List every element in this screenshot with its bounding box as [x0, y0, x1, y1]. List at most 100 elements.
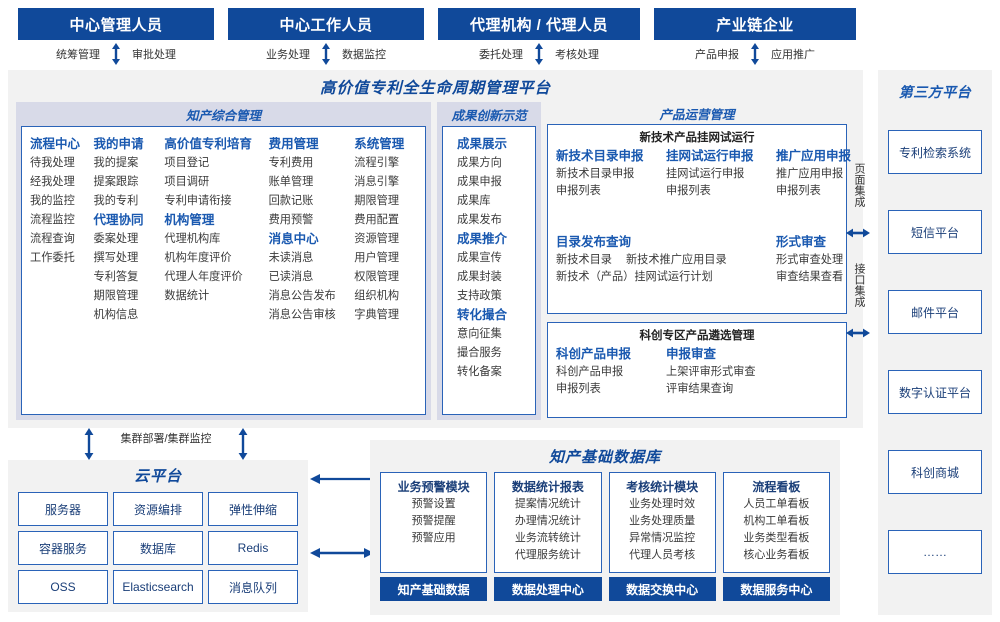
menu-item[interactable]: 新技术推广应用目录	[625, 254, 727, 266]
cloud-cell-7[interactable]: Elasticsearch	[113, 570, 203, 604]
menu-item[interactable]: 消息公告审核	[268, 309, 336, 321]
cloud-cell-3[interactable]: 容器服务	[18, 531, 108, 565]
menu-item[interactable]: 申报列表	[666, 185, 711, 197]
role-link-right-0[interactable]: 审批处理	[132, 49, 176, 61]
cloud-cell-5[interactable]: Redis	[208, 531, 298, 565]
menu-item[interactable]: 新技术目录	[556, 254, 612, 266]
third-party-item-1[interactable]: 短信平台	[888, 210, 982, 254]
menu-item[interactable]: 推广应用申报	[776, 168, 844, 180]
role-title-3[interactable]: 产业链企业	[654, 8, 856, 40]
menu-item[interactable]: 转化备案	[457, 366, 502, 378]
third-party-item-4[interactable]: 科创商城	[888, 450, 982, 494]
menu-item[interactable]: 流程查询	[30, 233, 75, 245]
menu-item[interactable]: 申报列表	[556, 185, 601, 197]
menu-item[interactable]: 申报列表	[776, 185, 821, 197]
menu-item[interactable]: 成果库	[457, 195, 491, 207]
menu-item[interactable]: 我的监控	[30, 195, 75, 207]
menu-item[interactable]: 形式审查处理	[776, 254, 844, 266]
menu-item[interactable]: 项目登记	[164, 157, 210, 169]
cloud-cell-2[interactable]: 弹性伸缩	[208, 492, 298, 526]
menu-item[interactable]: 专利答复	[93, 271, 139, 283]
kdb-footer-button[interactable]: 数据交换中心	[608, 577, 716, 601]
menu-item[interactable]: 新技术（产品）挂网试运行计划	[556, 271, 713, 283]
kdb-item[interactable]: 预警提醒	[411, 515, 456, 527]
role-link-left-1[interactable]: 业务处理	[266, 49, 310, 61]
menu-item[interactable]: 委案处理	[93, 233, 139, 245]
menu-item[interactable]: 费用预警	[268, 214, 314, 226]
kdb-item[interactable]: 异常情况监控	[629, 532, 696, 544]
kdb-item[interactable]: 预警设置	[411, 498, 456, 510]
menu-item[interactable]: 经我处理	[30, 176, 75, 188]
third-party-item-3[interactable]: 数字认证平台	[888, 370, 982, 414]
menu-item[interactable]: 审查结果查看	[776, 271, 844, 283]
menu-item[interactable]: 成果宣传	[457, 252, 502, 264]
menu-item[interactable]: 申报列表	[556, 383, 601, 395]
menu-item[interactable]: 上架评审形式审查	[666, 366, 756, 378]
role-title-2[interactable]: 代理机构 / 代理人员	[438, 8, 640, 40]
kdb-item[interactable]: 代理人员考核	[629, 549, 696, 561]
menu-item[interactable]: 支持政策	[457, 290, 502, 302]
role-link-right-1[interactable]: 数据监控	[342, 49, 386, 61]
menu-item[interactable]: 期限管理	[354, 195, 400, 207]
menu-item[interactable]: 成果方向	[457, 157, 502, 169]
kdb-footer-button[interactable]: 数据服务中心	[722, 577, 830, 601]
menu-item[interactable]: 成果发布	[457, 214, 502, 226]
menu-item[interactable]: 回款记账	[268, 195, 314, 207]
menu-item[interactable]: 机构年度评价	[164, 252, 232, 264]
menu-item[interactable]: 专利申请衔接	[164, 195, 232, 207]
menu-item[interactable]: 用户管理	[354, 252, 400, 264]
kdb-item[interactable]: 提案情况统计	[514, 498, 581, 510]
kdb-footer-button[interactable]: 数据处理中心	[494, 577, 602, 601]
kdb-item[interactable]: 人员工单看板	[743, 498, 810, 510]
role-link-left-2[interactable]: 委托处理	[479, 49, 523, 61]
third-party-item-2[interactable]: 邮件平台	[888, 290, 982, 334]
menu-item[interactable]: 资源管理	[354, 233, 400, 245]
menu-item[interactable]: 项目调研	[164, 176, 210, 188]
kdb-item[interactable]: 业务类型看板	[743, 532, 810, 544]
menu-item[interactable]: 机构信息	[93, 309, 139, 321]
menu-item[interactable]: 字典管理	[354, 309, 400, 321]
menu-item[interactable]: 代理机构库	[164, 233, 221, 245]
third-party-item-5[interactable]: ……	[888, 530, 982, 574]
menu-item[interactable]: 消息引擎	[354, 176, 400, 188]
cloud-cell-0[interactable]: 服务器	[18, 492, 108, 526]
menu-item[interactable]: 代理人年度评价	[164, 271, 243, 283]
menu-item[interactable]: 挂网试运行申报	[666, 168, 745, 180]
menu-item[interactable]: 账单管理	[268, 176, 314, 188]
menu-item[interactable]: 成果申报	[457, 176, 502, 188]
cloud-cell-6[interactable]: OSS	[18, 570, 108, 604]
menu-item[interactable]: 待我处理	[30, 157, 75, 169]
cloud-cell-4[interactable]: 数据库	[113, 531, 203, 565]
role-link-left-0[interactable]: 统筹管理	[56, 49, 100, 61]
menu-item[interactable]: 评审结果查询	[666, 383, 734, 395]
menu-item[interactable]: 新技术目录申报	[556, 168, 635, 180]
menu-item[interactable]: 成果封装	[457, 271, 502, 283]
third-party-item-0[interactable]: 专利检索系统	[888, 130, 982, 174]
kdb-item[interactable]: 业务处理质量	[629, 515, 696, 527]
menu-item[interactable]: 数据统计	[164, 290, 210, 302]
cloud-cell-1[interactable]: 资源编排	[113, 492, 203, 526]
role-link-right-3[interactable]: 应用推广	[771, 49, 815, 61]
menu-item[interactable]: 我的专利	[93, 195, 139, 207]
role-title-0[interactable]: 中心管理人员	[18, 8, 214, 40]
menu-item[interactable]: 组织机构	[354, 290, 400, 302]
menu-item[interactable]: 撮合服务	[457, 347, 502, 359]
menu-item[interactable]: 期限管理	[93, 290, 139, 302]
menu-item[interactable]: 费用配置	[354, 214, 400, 226]
kdb-item[interactable]: 代理服务统计	[514, 549, 581, 561]
role-title-1[interactable]: 中心工作人员	[228, 8, 424, 40]
kdb-item[interactable]: 办理情况统计	[514, 515, 581, 527]
menu-item[interactable]: 未读消息	[268, 252, 314, 264]
role-link-left-3[interactable]: 产品申报	[695, 49, 739, 61]
menu-item[interactable]: 提案跟踪	[93, 176, 139, 188]
menu-item[interactable]: 专利费用	[268, 157, 314, 169]
menu-item[interactable]: 消息公告发布	[268, 290, 336, 302]
kdb-item[interactable]: 业务处理时效	[629, 498, 696, 510]
menu-item[interactable]: 流程监控	[30, 214, 75, 226]
kdb-item[interactable]: 业务流转统计	[514, 532, 581, 544]
menu-item[interactable]: 权限管理	[354, 271, 400, 283]
menu-item[interactable]: 科创产品申报	[556, 366, 624, 378]
kdb-item[interactable]: 预警应用	[411, 532, 456, 544]
menu-item[interactable]: 流程引擎	[354, 157, 400, 169]
kdb-item[interactable]: 机构工单看板	[743, 515, 810, 527]
